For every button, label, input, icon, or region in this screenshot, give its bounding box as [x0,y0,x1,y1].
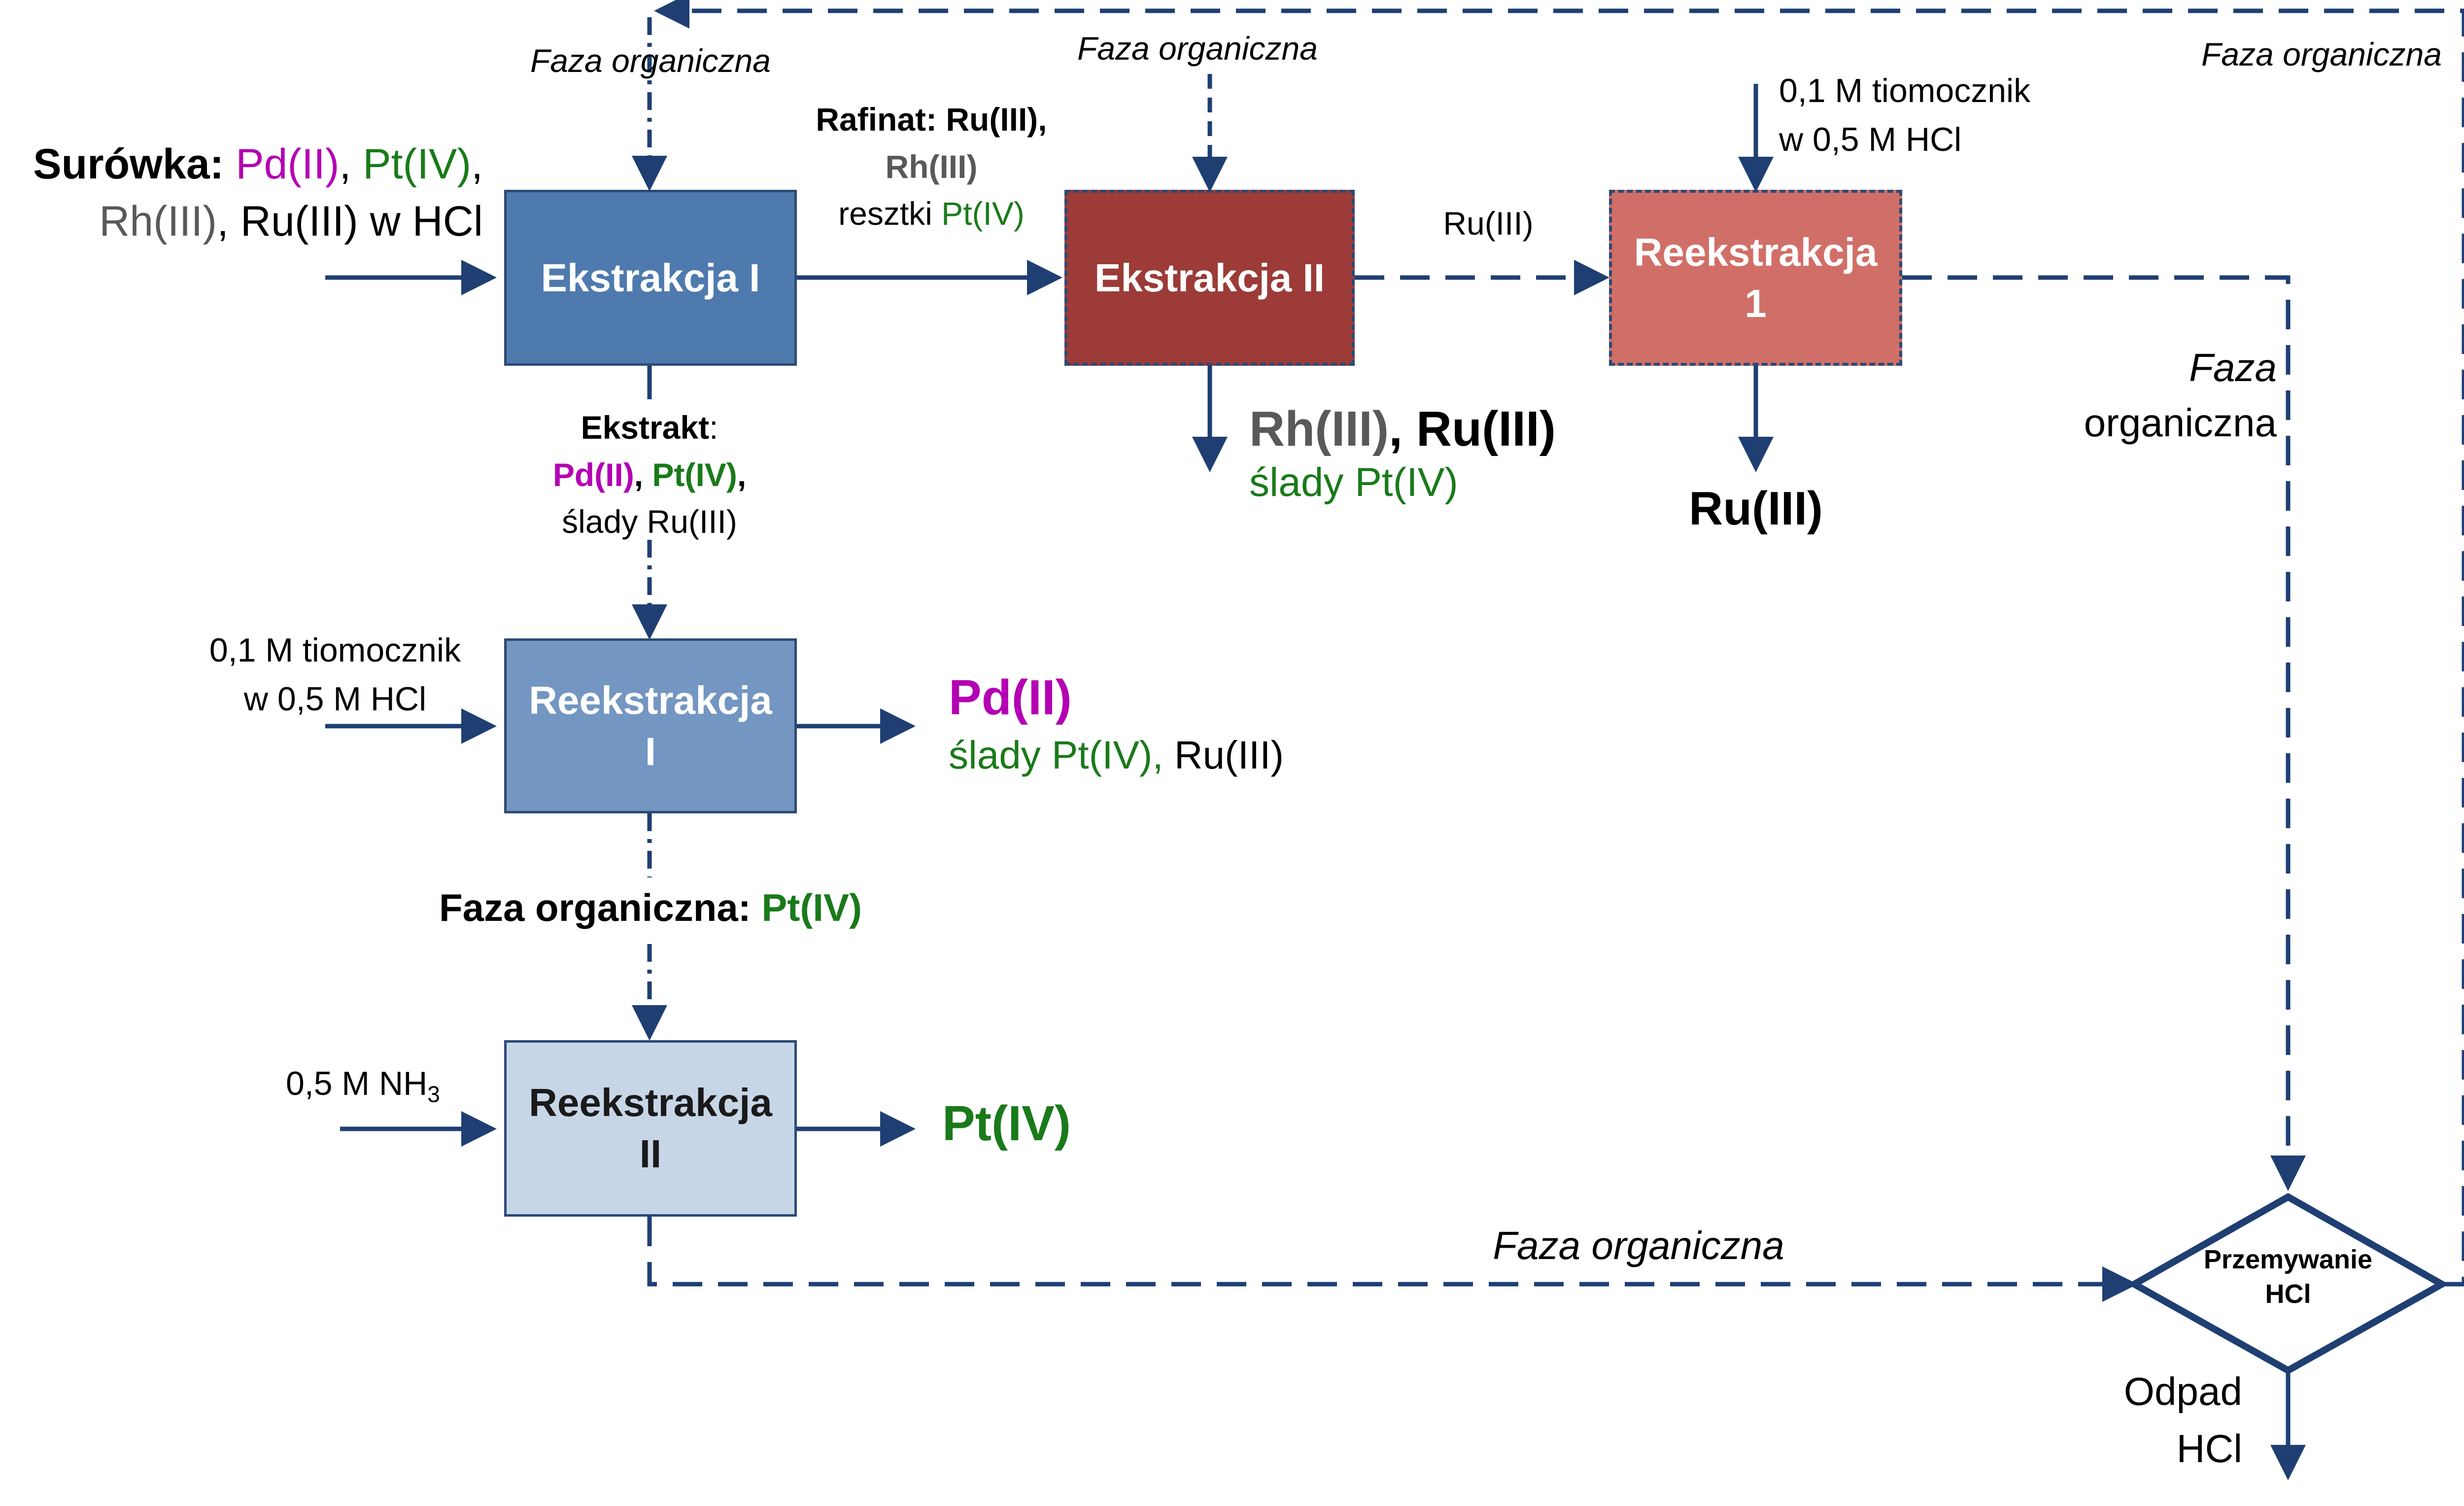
ekstrakcja-i-label: Ekstrakcja I [541,255,760,300]
faza-organiczna-top-mid: Faza organiczna [1077,30,1318,67]
tiomocznik-left-label: 0,1 M tiomocznik w 0,5 M HCl [177,626,493,723]
surowka-head: Surówka: [33,140,224,188]
surowka-pd: Pd(II) [236,140,340,188]
surowka-label: Surówka: Pd(II), Pt(IV), Rh(III), Ru(III… [10,136,483,250]
ekstrakt-line1: Ekstrakt: [502,404,797,452]
ekstrakcja-ii-label: Ekstrakcja II [1095,255,1325,300]
ekstrakt-label: Ekstrakt: Pd(II), Pt(IV), ślady Ru(III) [502,404,797,546]
rafinat-line3: resztki Pt(IV) [798,190,1064,238]
reekstrakcja-i-label-line2: I [645,729,656,773]
reekstrakcja-ii-label-line2: II [639,1132,662,1176]
surowka-pt: Pt(IV) [363,140,472,188]
out-reekstrI-pd: Pd(II) [949,670,1072,725]
reekstrakcja-i-output-label: Pd(II) ślady Pt(IV), Ru(III) [949,665,1284,781]
reekstrakcja-1-label-line1: Reekstrakcja [1634,230,1878,274]
przemywanie-label-line2: HCl [2265,1279,2311,1309]
nh3-label: 0,5 M NH3 [286,1064,440,1108]
rafinat-label: Rafinat: Ru(III), Rh(III) resztki Pt(IV) [798,96,1064,238]
odpad-line2: HCl [2176,1427,2242,1471]
faza-right-line2: organiczna [2084,401,2277,445]
reekstrakcja-ii-output-label: Pt(IV) [942,1096,1071,1151]
surowka-sep2: , [471,140,483,188]
surowka-line1: Surówka: Pd(II), Pt(IV), [10,136,483,193]
przemywanie-label: Przemywanie HCl [2175,1242,2401,1311]
tiomocznik-top-line1: 0,1 M tiomocznik [1779,72,2031,109]
reekstrakcja-1-box: Reekstrakcja 1 [1609,190,1902,366]
ekstrakt-slady: ślady Ru(III) [562,503,737,540]
ekstrakt-pd: Pd(II) [552,456,634,493]
faza-pt-head: Faza organiczna: [439,886,762,929]
rafinat-resztki: resztki [838,195,942,232]
ekstrakcja-ii-box: Ekstrakcja II [1064,190,1355,366]
faza-right-line1: Faza [2189,346,2277,389]
surowka-rh: Rh(III) [99,198,217,245]
surowka-line2: Rh(III), Ru(III) w HCl [10,193,483,250]
reekstrakcja-1-output-label: Ru(III) [1689,482,1823,535]
przemywanie-label-line1: Przemywanie [2203,1245,2373,1274]
ru-mid-label: Ru(III) [1443,205,1534,242]
faza-organiczna-bottom: Faza organiczna [1493,1224,1784,1267]
ekstrakcja-ii-output-label: Rh(III), Ru(III) ślady Pt(IV) [1249,399,1556,507]
reekstrakcja-1-label-line2: 1 [1745,281,1767,325]
przemywanie-diamond [2127,1192,2449,1375]
faza-organiczna-top-left: Faza organiczna [530,42,771,79]
ekstrakt-line2: Pd(II), Pt(IV), [502,452,797,499]
faza-pt-pt: Pt(IV) [761,886,862,929]
out-ekstr2-slady: ślady Pt(IV) [1249,460,1458,505]
rafinat-rh: Rh(III) [885,148,978,185]
ekstrakt-colon: : [709,409,719,446]
ekstrakt-head: Ekstrakt [581,409,710,446]
out-ekstr2-rh: Rh(III) [1249,401,1389,456]
out-reekstrI-line2: ślady Pt(IV), Ru(III) [949,730,1284,781]
ekstrakcja-i-box: Ekstrakcja I [504,190,797,366]
tiomocznik-top-label: 0,1 M tiomocznik w 0,5 M HCl [1779,67,2030,164]
reekstrakcja-i-box: Reekstrakcja I [504,638,797,813]
ekstrakt-sep1: , [634,456,644,493]
out-reekstrI-slady: ślady Pt(IV), [949,733,1164,777]
nh3-text: 0,5 M NH [286,1065,428,1102]
rafinat-pt: Pt(IV) [941,195,1025,232]
arrow-reekstrakcja-1-to-przemywanie [1902,275,2306,1191]
surowka-sep1: , [339,140,351,188]
nh3-sub: 3 [427,1081,440,1107]
arrow-przemywanie-recycle [654,0,2464,1287]
rafinat-head: Rafinat: Ru(III), [816,101,1047,138]
out-ekstr2-line1: Rh(III), Ru(III) [1249,399,1556,458]
out-reekstrI-ru: Ru(III) [1163,733,1284,777]
tiomocznik-top-line2: w 0,5 M HCl [1779,120,1962,158]
odpad-line1: Odpad [2123,1369,2242,1413]
tiomocznik-left-line2: w 0,5 M HCl [243,680,427,718]
reekstrakcja-i-label-line1: Reekstrakcja [529,678,772,722]
out-ekstr2-ru: , Ru(III) [1389,401,1556,456]
faza-organiczna-pt-label: Faza organiczna: Pt(IV) [345,885,956,930]
reekstrakcja-ii-box: Reekstrakcja II [504,1040,797,1217]
ekstrakt-sep2: , [737,456,747,493]
reekstrakcja-ii-label-line1: Reekstrakcja [529,1081,772,1124]
odpad-label: Odpad HCl [2070,1363,2242,1477]
arrow-reekstrakcja-ii-to-przemywanie [647,1217,2138,1302]
tiomocznik-left-line1: 0,1 M tiomocznik [209,631,461,669]
faza-organiczna-right: Faza organiczna [1971,340,2277,451]
faza-organiczna-top-right: Faza organiczna [2201,36,2442,72]
surowka-ru: , Ru(III) w HCl [217,198,483,245]
ekstrakt-pt: Pt(IV) [652,456,737,493]
